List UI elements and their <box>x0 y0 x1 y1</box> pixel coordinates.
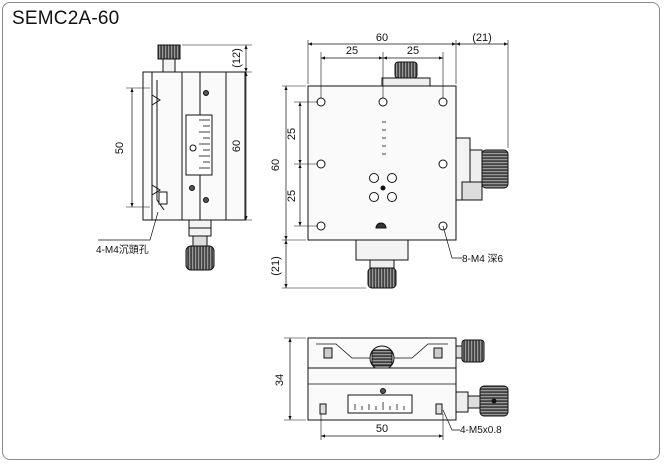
side-note-holes: 4-M4沉頭孔 <box>96 243 149 256</box>
top-knob-top <box>394 61 418 79</box>
side-dim-60: 60 <box>231 140 243 152</box>
top-plate <box>307 85 457 241</box>
front-dim-34: 34 <box>274 374 286 386</box>
drawing-title: SEMC2A-60 <box>12 8 120 29</box>
front-view <box>284 337 509 440</box>
side-bottom-knob <box>185 245 215 271</box>
top-dim-25-top: 25 <box>286 128 298 140</box>
side-top-shaft <box>162 58 176 74</box>
top-view <box>282 40 509 289</box>
side-dim-12: (12) <box>231 48 243 68</box>
front-scale <box>347 394 413 414</box>
top-dim-21-right: (21) <box>472 32 492 44</box>
top-dim-25-left: 25 <box>346 45 358 57</box>
side-top-knob <box>157 44 181 60</box>
side-view <box>98 44 252 271</box>
top-dim-60-h: 60 <box>376 32 388 44</box>
front-note-holes: 4-M5x0.8 <box>460 425 502 436</box>
drawing-frame <box>2 2 660 460</box>
top-knob-right <box>481 149 509 189</box>
top-dim-25-right: 25 <box>407 45 419 57</box>
front-knob-top <box>461 339 485 363</box>
top-note-holes: 8-M4 深6 <box>462 253 504 265</box>
side-dim-50: 50 <box>114 142 126 154</box>
front-dim-50: 50 <box>376 423 388 435</box>
top-dim-60-v: 60 <box>270 159 282 171</box>
side-scale <box>185 114 213 176</box>
top-dim-25-bottom: 25 <box>286 190 298 202</box>
top-dim-21-bottom: (21) <box>270 256 282 276</box>
top-knob-bottom <box>367 267 397 289</box>
